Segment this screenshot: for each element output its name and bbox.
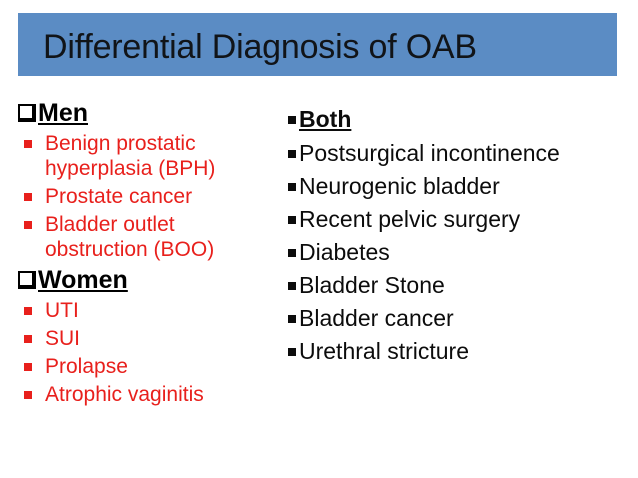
- section-heading-label: Men: [38, 99, 88, 127]
- black-square-bullet-icon: [288, 348, 296, 356]
- section-heading-both: Both: [288, 106, 632, 132]
- list-item: Bladder cancer: [288, 305, 632, 331]
- red-square-bullet-icon: [24, 307, 32, 315]
- hollow-square-bullet-icon: [18, 271, 36, 289]
- list-item-label: Prostate cancer: [45, 185, 193, 208]
- list-item: Atrophic vaginitis: [18, 382, 280, 407]
- list-item-label: Bladder Stone: [299, 272, 445, 298]
- list-item-label: Diabetes: [299, 239, 390, 265]
- list-item-label: SUI: [45, 327, 81, 350]
- list-item-label: Urethral stricture: [299, 338, 469, 364]
- black-square-bullet-icon: [288, 315, 296, 323]
- list-item-label: Neurogenic bladder: [299, 173, 500, 199]
- list-item-label: Prolapse: [45, 355, 128, 378]
- list-item-label: Postsurgical incontinence: [299, 140, 560, 166]
- red-square-bullet-icon: [24, 363, 32, 371]
- list-item: Urethral stricture: [288, 338, 632, 364]
- list-item: Recent pelvic surgery: [288, 206, 632, 232]
- left-column: Men Benign prostatic hyperplasia (BPH) P…: [18, 98, 280, 410]
- list-item: Bladder Stone: [288, 272, 632, 298]
- section-heading-men: Men: [18, 98, 280, 128]
- page-title: Differential Diagnosis of OAB: [43, 28, 477, 66]
- list-item: UTI: [18, 298, 280, 323]
- list-item: SUI: [18, 326, 280, 351]
- hollow-square-bullet-icon: [18, 104, 36, 122]
- list-item-label: Benign prostatic hyperplasia (BPH): [45, 132, 216, 180]
- black-square-bullet-icon: [288, 116, 296, 124]
- list-item: Bladder outlet obstruction (BOO): [18, 212, 280, 262]
- red-square-bullet-icon: [24, 140, 32, 148]
- list-item-label: Bladder outlet obstruction (BOO): [45, 213, 215, 261]
- list-item: Prostate cancer: [18, 184, 280, 209]
- list-item-label: Atrophic vaginitis: [45, 383, 204, 406]
- black-square-bullet-icon: [288, 150, 296, 158]
- black-square-bullet-icon: [288, 216, 296, 224]
- red-square-bullet-icon: [24, 391, 32, 399]
- list-item-label: Recent pelvic surgery: [299, 206, 521, 232]
- black-square-bullet-icon: [288, 282, 296, 290]
- right-column: Both Postsurgical incontinence Neurogeni…: [288, 106, 632, 371]
- black-square-bullet-icon: [288, 249, 296, 257]
- list-item-label: UTI: [45, 299, 79, 322]
- red-square-bullet-icon: [24, 193, 32, 201]
- list-item-label: Bladder cancer: [299, 305, 454, 331]
- section-heading-label: Women: [38, 266, 128, 294]
- list-item: Benign prostatic hyperplasia (BPH): [18, 131, 280, 181]
- section-heading-label: Both: [299, 106, 352, 132]
- red-square-bullet-icon: [24, 221, 32, 229]
- list-item: Diabetes: [288, 239, 632, 265]
- list-item: Postsurgical incontinence: [288, 140, 632, 166]
- section-heading-women: Women: [18, 265, 280, 295]
- list-item: Neurogenic bladder: [288, 173, 632, 199]
- red-square-bullet-icon: [24, 335, 32, 343]
- list-item: Prolapse: [18, 354, 280, 379]
- black-square-bullet-icon: [288, 183, 296, 191]
- title-banner: Differential Diagnosis of OAB: [18, 13, 617, 76]
- slide-body: Men Benign prostatic hyperplasia (BPH) P…: [0, 76, 638, 478]
